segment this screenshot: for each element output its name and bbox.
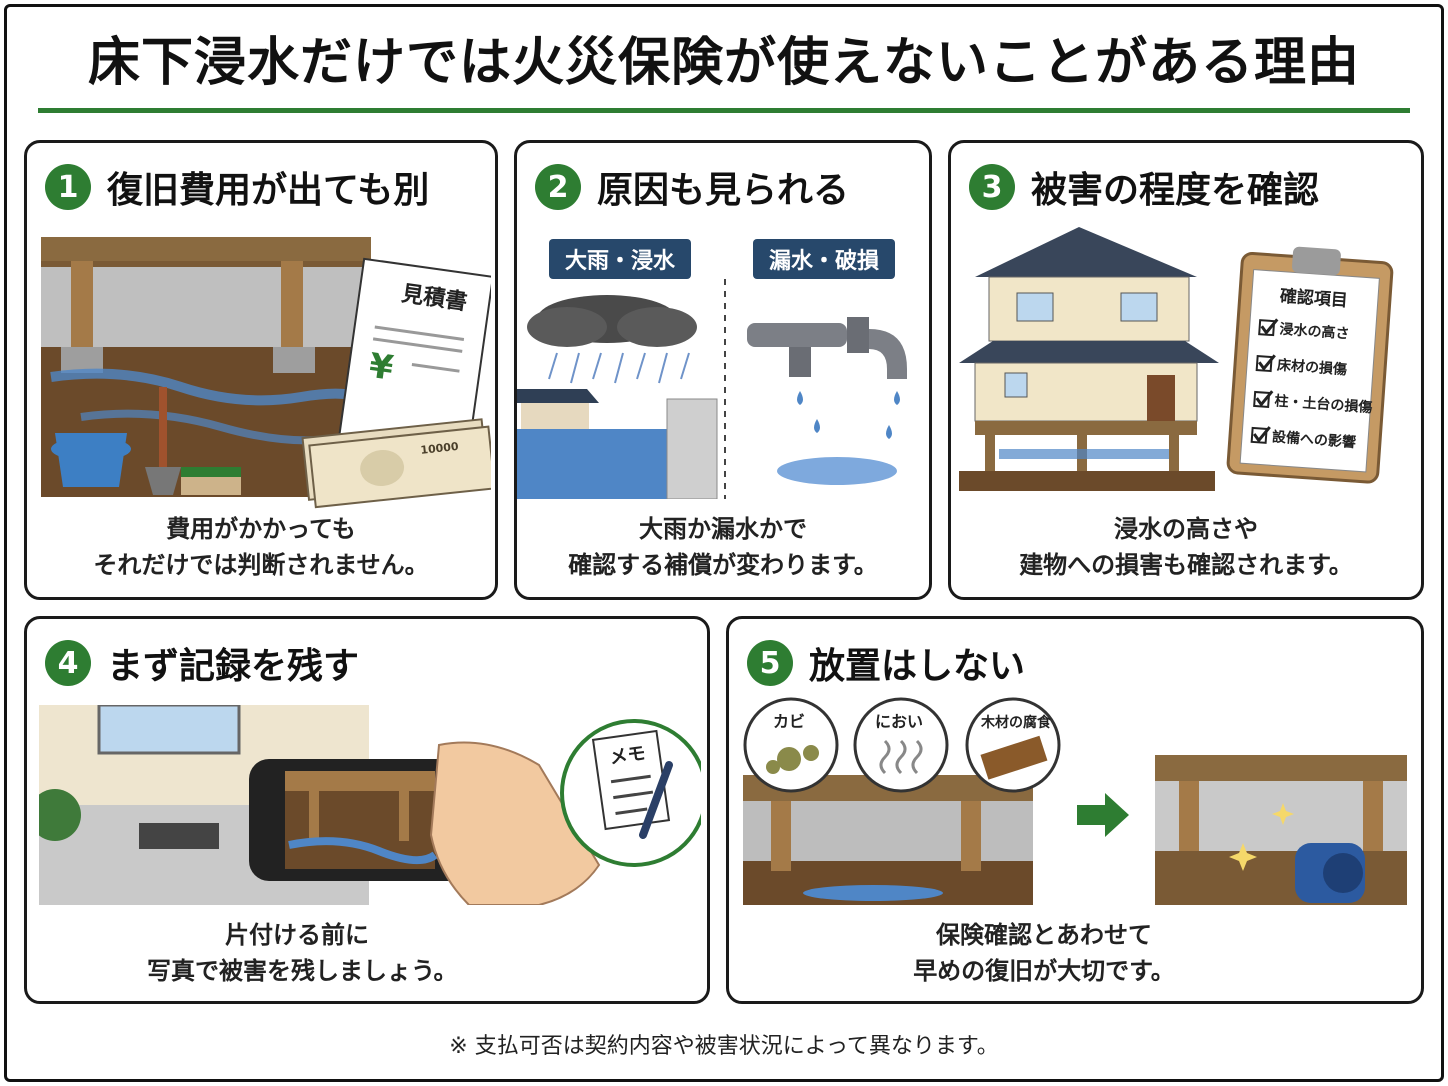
cause-tag-rain: 大雨・浸水 [549, 239, 692, 279]
title-divider [38, 108, 1410, 113]
step-number-5: 5 [747, 640, 793, 686]
panel-1-caption-line-2: それだけでは判断されません。 [93, 551, 429, 579]
step-number-1: 1 [45, 164, 91, 210]
panel-5-caption: 保険確認とあわせて 早めの復旧が大切です。 [829, 917, 1259, 989]
panel-2-caption-line-1: 大雨か漏水かで [639, 515, 807, 543]
panel-2-title: 原因も見られる [597, 170, 850, 211]
panel-4: 4 まず記録を残す メモ 片付ける前に 写真で被害を残しましょう。 [24, 616, 710, 1004]
panel-5-header: 5 放置はしない [747, 637, 1025, 689]
panel-4-header: 4 まず記録を残す [45, 637, 359, 689]
checklist-item-2: 床材の損傷 [1276, 356, 1347, 378]
memo-label: メモ [608, 743, 647, 769]
risk-label-wood-rot: 木材の腐食 [980, 714, 1052, 731]
panel-1-caption: 費用がかかっても それだけでは判断されません。 [27, 511, 495, 583]
cause-comparison-illustration [517, 279, 907, 499]
page-title: 床下浸水だけでは火災保険が使えないことがある理由 [87, 33, 1360, 93]
panel-4-caption-line-1: 片付ける前に [225, 921, 369, 949]
panel-2: 2 原因も見られる 大雨・浸水 漏水・破損 大雨か漏水かで 確 [514, 140, 932, 600]
panel-5: 5 放置はしない カビ におい 木材の腐食 保険確認とあわせて 早めの復旧が大切… [726, 616, 1424, 1004]
panel-3-caption: 浸水の高さや 建物への損害も確認されます。 [951, 511, 1421, 583]
panel-1-title: 復旧費用が出ても別 [107, 170, 430, 211]
panel-5-caption-line-1: 保険確認とあわせて [936, 921, 1152, 949]
panel-3-caption-line-2: 建物への損害も確認されます。 [1019, 551, 1353, 579]
neglect-risk-illustration: カビ におい 木材の腐食 [743, 697, 1407, 905]
checklist-item-3: 柱・土台の損傷 [1274, 392, 1373, 416]
panel-3-caption-line-1: 浸水の高さや [1114, 515, 1258, 543]
panel-2-header: 2 原因も見られる [535, 161, 849, 213]
panel-2-caption-line-2: 確認する補償が変わります。 [568, 551, 878, 579]
checklist-item-4: 設備への影響 [1271, 428, 1356, 451]
panel-1-header: 1 復旧費用が出ても別 [45, 161, 429, 213]
checklist-item-1: 浸水の高さ [1279, 321, 1350, 343]
panel-5-title: 放置はしない [809, 646, 1026, 687]
step-number-2: 2 [535, 164, 581, 210]
panel-3-title: 被害の程度を確認 [1031, 170, 1320, 211]
panel-3-header: 3 被害の程度を確認 [969, 161, 1319, 213]
step-number-3: 3 [969, 164, 1015, 210]
photo-record-illustration: メモ [39, 705, 701, 905]
panel-1: 1 復旧費用が出ても別 見積書 ¥ 10000 費用がかかっても [24, 140, 498, 600]
outer-frame [4, 4, 1444, 1082]
risk-label-mold: カビ [773, 712, 805, 731]
banknote-value: 10000 [420, 440, 460, 457]
underfloor-cost-illustration: 見積書 ¥ 10000 [41, 237, 491, 509]
cause-tag-leak: 漏水・破損 [753, 239, 896, 279]
clipboard-title: 確認項目 [1279, 286, 1348, 312]
panel-4-caption: 片付ける前に 写真で被害を残しましょう。 [147, 917, 458, 989]
panel-4-caption-line-2: 写真で被害を残しましょう。 [147, 957, 458, 985]
step-number-4: 4 [45, 640, 91, 686]
house-inspection-illustration: 確認項目 浸水の高さ 床材の損傷 柱・土台の損傷 設備への影響 [959, 227, 1394, 491]
panel-2-caption: 大雨か漏水かで 確認する補償が変わります。 [517, 511, 929, 583]
panel-5-caption-line-2: 早めの復旧が大切です。 [913, 957, 1175, 985]
panel-4-title: まず記録を残す [107, 646, 360, 687]
risk-label-smell: におい [875, 712, 923, 731]
footnote: ※ 支払可否は契約内容や被害状況によって異なります。 [449, 1034, 999, 1059]
panel-1-caption-line-1: 費用がかかっても [166, 515, 356, 543]
panel-3: 3 被害の程度を確認 確認項目 浸水の高さ 床材の損傷 柱・ [948, 140, 1424, 600]
